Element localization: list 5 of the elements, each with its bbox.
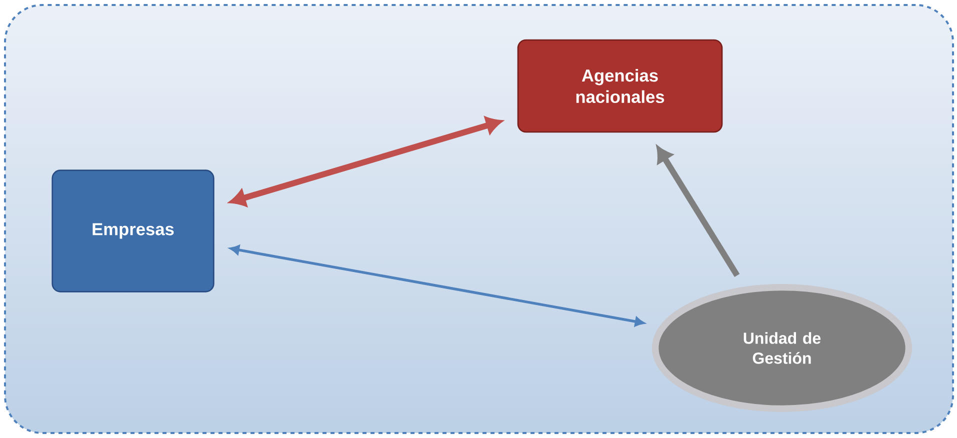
arrow xyxy=(656,146,740,277)
process-box: Agencias nacionales xyxy=(517,39,723,133)
arrow xyxy=(230,245,644,326)
process-box: Empresas xyxy=(52,170,214,292)
ellipse-node: Unidad de Gestión xyxy=(652,284,912,412)
